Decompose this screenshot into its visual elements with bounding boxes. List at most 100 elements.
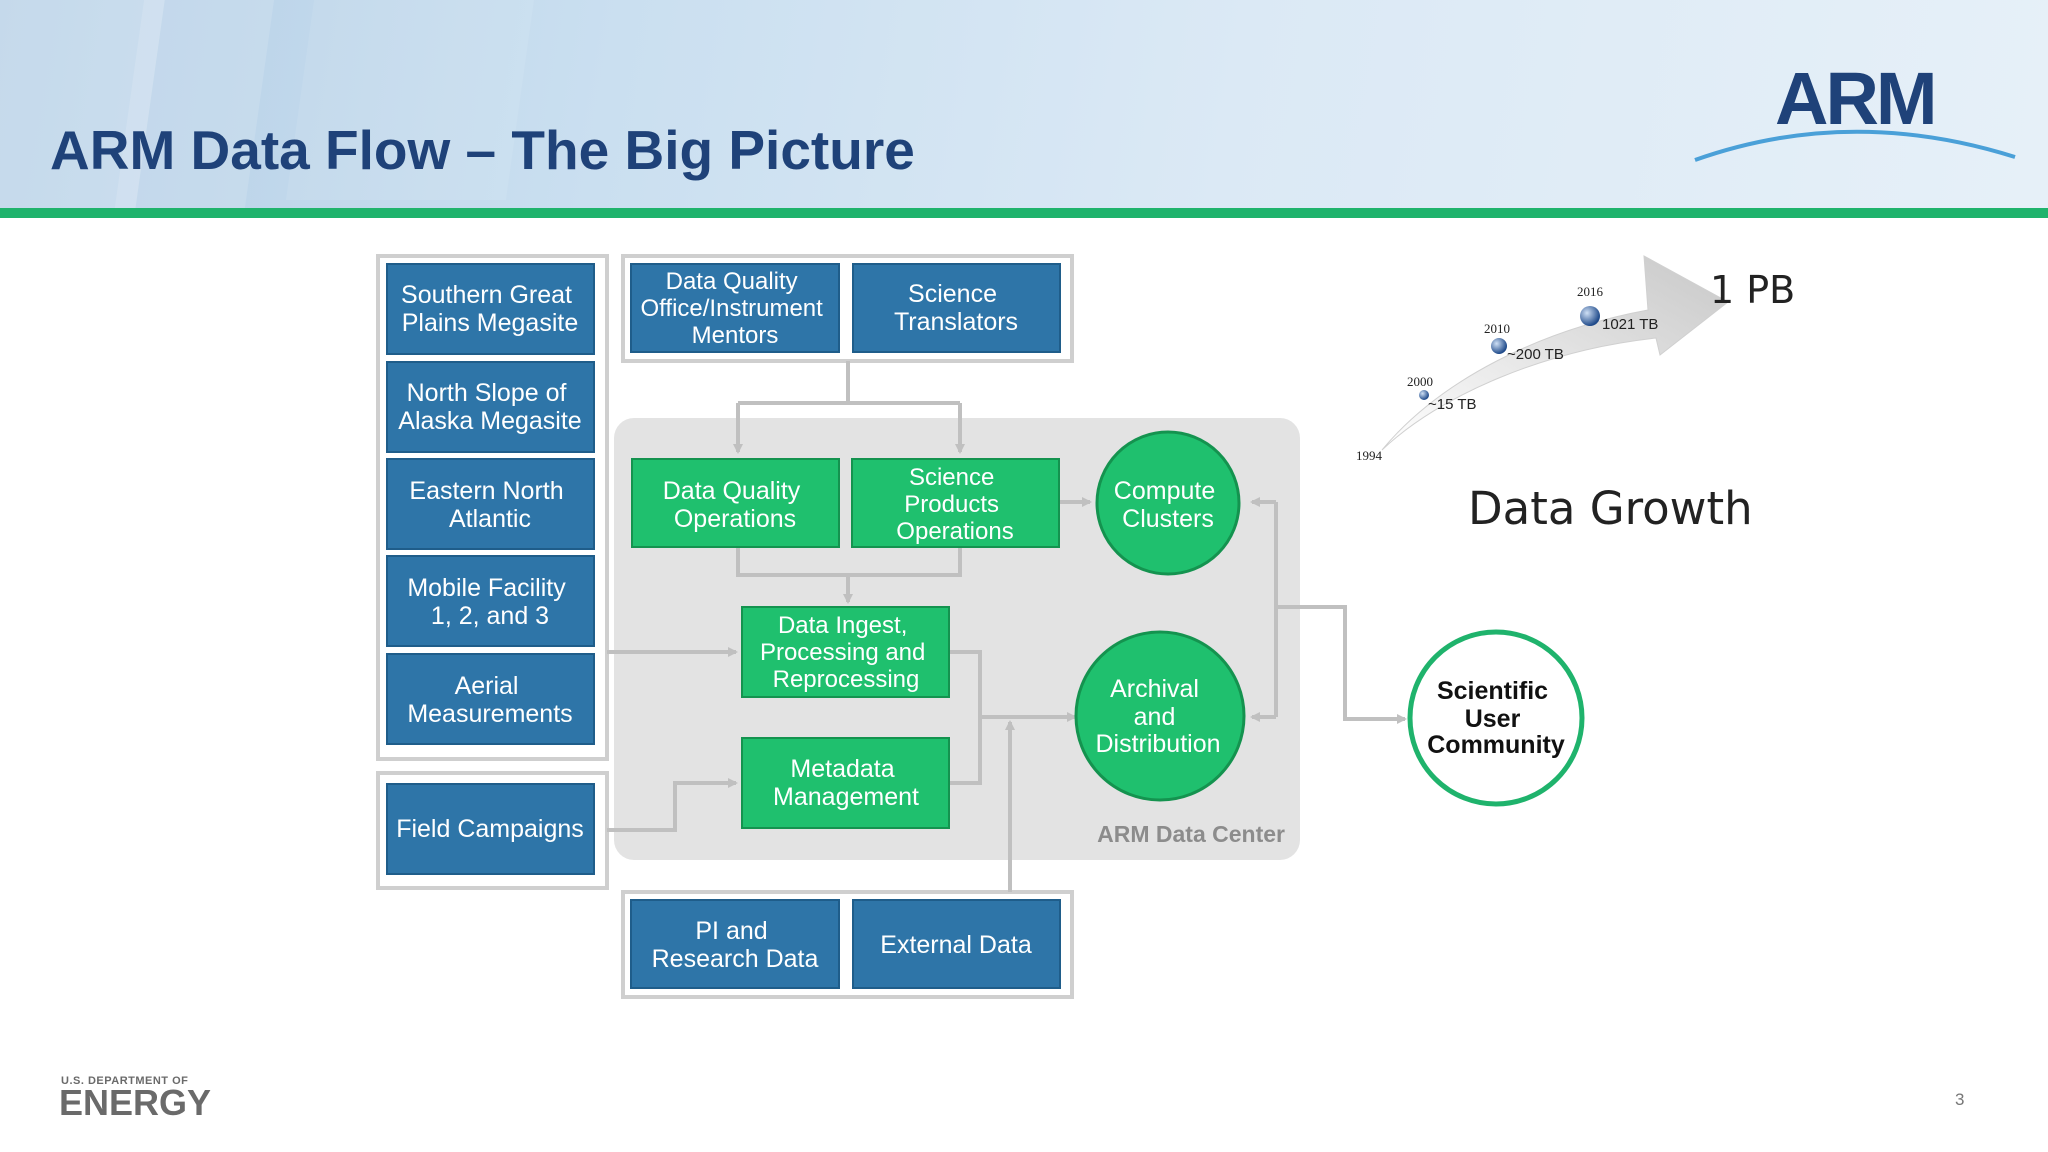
- science-translators-label: Science Translators: [894, 280, 1018, 336]
- science-products-ops-label: Science Products Operations: [896, 464, 1013, 545]
- header-accent-bar: [0, 208, 2048, 218]
- label-line: Data Quality: [666, 268, 798, 295]
- arm-data-center-label: ARM Data Center: [1097, 821, 1285, 847]
- label-line: 1, 2, and 3: [431, 602, 549, 630]
- connector: [607, 778, 738, 832]
- label-line: Atlantic: [449, 505, 531, 533]
- growth-caption: Data Growth: [1468, 482, 1753, 535]
- label-line: Metadata: [790, 755, 894, 783]
- source-boxes: Southern Great Plains Megasite North Slo…: [386, 263, 595, 875]
- page-number: 3: [1955, 1090, 1965, 1109]
- arm-logo-swoosh: [1694, 129, 2016, 162]
- label-line: Clusters: [1122, 505, 1214, 533]
- label-line: Southern Great: [401, 281, 572, 309]
- compute-clusters-node: [1095, 430, 1241, 576]
- growth-point-marker: [1419, 390, 1429, 400]
- label-line: Mobile Facility: [407, 574, 566, 602]
- arm-logo: ARM: [1775, 57, 1938, 140]
- source-box-label: North Slope of Alaska Megasite: [398, 379, 581, 435]
- doe-logo-small-text: U.S. DEPARTMENT OF: [61, 1075, 189, 1087]
- label-line: Science: [909, 464, 994, 491]
- external-data-label: External Data: [880, 931, 1032, 959]
- source-box: [386, 555, 595, 647]
- label-line: Reprocessing: [773, 666, 920, 693]
- label-line: User: [1465, 705, 1521, 733]
- doe-logo: ENERGY: [59, 1082, 212, 1123]
- field-campaigns-label: Field Campaigns: [396, 815, 584, 843]
- connector: [1276, 605, 1407, 724]
- label-line: Processing and: [760, 639, 925, 666]
- bottom-boxes: PI and Research Data External Data: [630, 899, 1061, 989]
- label-line: Operations: [896, 518, 1013, 545]
- source-box: [386, 263, 595, 355]
- growth-year-label: 2000: [1407, 374, 1433, 389]
- label-line: Translators: [894, 308, 1018, 336]
- label-line: North Slope of: [407, 379, 567, 407]
- growth-point-marker: [1580, 306, 1600, 326]
- scientific-community-label: Scientific User Community: [1427, 677, 1565, 759]
- science-products-ops-box: [851, 458, 1060, 548]
- label-line: Research Data: [652, 945, 819, 973]
- source-box: [386, 458, 595, 550]
- label-line: Eastern North: [409, 477, 563, 505]
- growth-year-label: 2016: [1577, 284, 1604, 299]
- label-line: Data Quality: [663, 477, 801, 505]
- source-box-label: Southern Great Plains Megasite: [401, 281, 579, 337]
- label-line: Office/Instrument: [641, 295, 824, 322]
- growth-arrow-shape: [1381, 255, 1729, 451]
- label-line: Products: [904, 491, 999, 518]
- dq-office-label: Data Quality Office/Instrument Mentors: [641, 268, 830, 349]
- metadata-management-label: Metadata Management: [773, 755, 919, 811]
- slide-header: [0, 0, 2048, 210]
- data-growth-graphic: 1994 2000 ~15 TB 2010 ~200 TB 2016 1021 …: [1356, 255, 1729, 463]
- label-line: Scientific: [1437, 677, 1548, 705]
- slide-title: ARM Data Flow – The Big Picture: [50, 119, 915, 181]
- label-line: Science: [908, 280, 997, 308]
- data-ingest-label: Data Ingest, Processing and Reprocessing: [760, 612, 932, 693]
- label-line: Aerial: [455, 672, 519, 700]
- label-line: Community: [1427, 731, 1565, 759]
- growth-point-marker: [1491, 338, 1507, 354]
- label-line: Archival: [1110, 675, 1199, 703]
- compute-clusters-label: Compute Clusters: [1114, 477, 1222, 533]
- label-line: PI and: [695, 917, 767, 945]
- label-line: Distribution: [1095, 730, 1220, 758]
- growth-year-label: 1994: [1356, 448, 1383, 463]
- growth-year-label: 2010: [1484, 321, 1510, 336]
- label-line: and: [1134, 703, 1176, 731]
- label-line: Data Ingest,: [778, 612, 907, 639]
- label-line: Management: [773, 783, 919, 811]
- label-line: Measurements: [407, 700, 572, 728]
- archival-distribution-label: Archival and Distribution: [1095, 675, 1220, 758]
- science-translators-box: [852, 263, 1061, 353]
- external-data-box: [852, 899, 1061, 989]
- label-line: Operations: [674, 505, 796, 533]
- source-box-label: Aerial Measurements: [407, 672, 572, 728]
- source-box-label: Mobile Facility 1, 2, and 3: [407, 574, 572, 630]
- flow-connectors: [607, 361, 1407, 892]
- growth-value-label: 1021 TB: [1602, 316, 1658, 333]
- data-ingest-box: [741, 606, 950, 698]
- dq-operations-label: Data Quality Operations: [663, 477, 808, 533]
- archival-distribution-node: [1074, 630, 1246, 802]
- label-line: Alaska Megasite: [398, 407, 581, 435]
- sources-group-outline: [376, 254, 609, 761]
- dq-operations-box: [631, 458, 840, 548]
- source-box: [386, 361, 595, 453]
- growth-value-label: ~200 TB: [1507, 346, 1564, 363]
- scientific-community-node: [1407, 629, 1585, 807]
- pi-research-label: PI and Research Data: [652, 917, 819, 973]
- growth-big-label: 1 PB: [1710, 268, 1796, 312]
- metadata-management-box: [741, 737, 950, 829]
- dq-office-box: [630, 263, 840, 353]
- top-boxes: Data Quality Office/Instrument Mentors S…: [630, 263, 1061, 353]
- field-campaigns-box: [386, 783, 595, 875]
- source-box-label: Eastern North Atlantic: [409, 477, 570, 533]
- green-boxes: Data Quality Operations Science Products…: [631, 458, 1060, 829]
- bottom-group-outline: [621, 890, 1074, 999]
- label-line: Compute: [1114, 477, 1215, 505]
- label-line: Plains Megasite: [402, 309, 578, 337]
- pi-research-box: [630, 899, 840, 989]
- source-box: [386, 653, 595, 745]
